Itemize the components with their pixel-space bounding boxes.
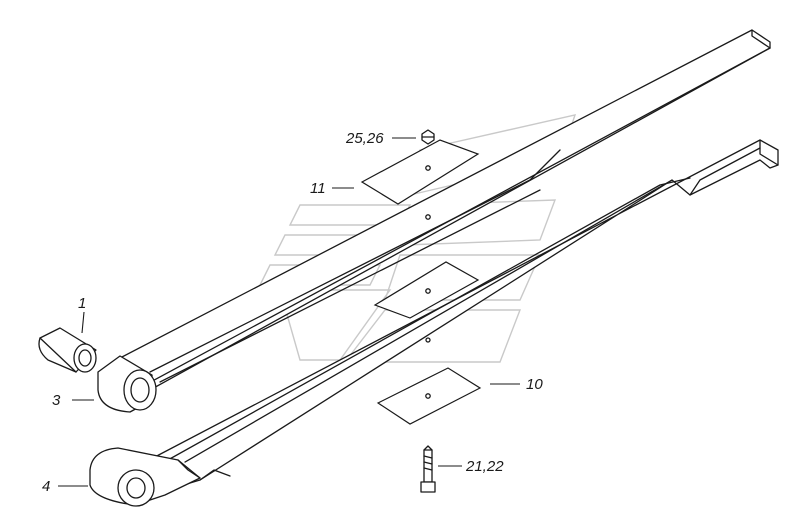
label-part-1: 1 <box>78 295 86 312</box>
plate-part-10 <box>376 367 482 425</box>
label-part-4: 4 <box>42 478 50 495</box>
upper-spring-leaf <box>119 29 771 391</box>
part-labels: 1 3 4 11 25,26 10 21,22 <box>42 130 543 495</box>
label-part-11: 11 <box>310 180 326 197</box>
lower-spring-leaf-part-4 <box>89 139 779 507</box>
label-part-3: 3 <box>52 392 61 409</box>
plate-middle <box>373 261 480 319</box>
bushing-part-1 <box>38 327 97 373</box>
label-part-21-22: 21,22 <box>465 458 504 475</box>
nut-part-25-26 <box>421 129 435 145</box>
plate-part-11 <box>360 139 480 205</box>
leader-lines <box>58 137 520 487</box>
label-part-25-26: 25,26 <box>345 130 384 147</box>
bolt-part-21-22 <box>420 445 436 493</box>
label-part-10: 10 <box>526 376 543 393</box>
spring-eye-part-3 <box>97 355 157 413</box>
